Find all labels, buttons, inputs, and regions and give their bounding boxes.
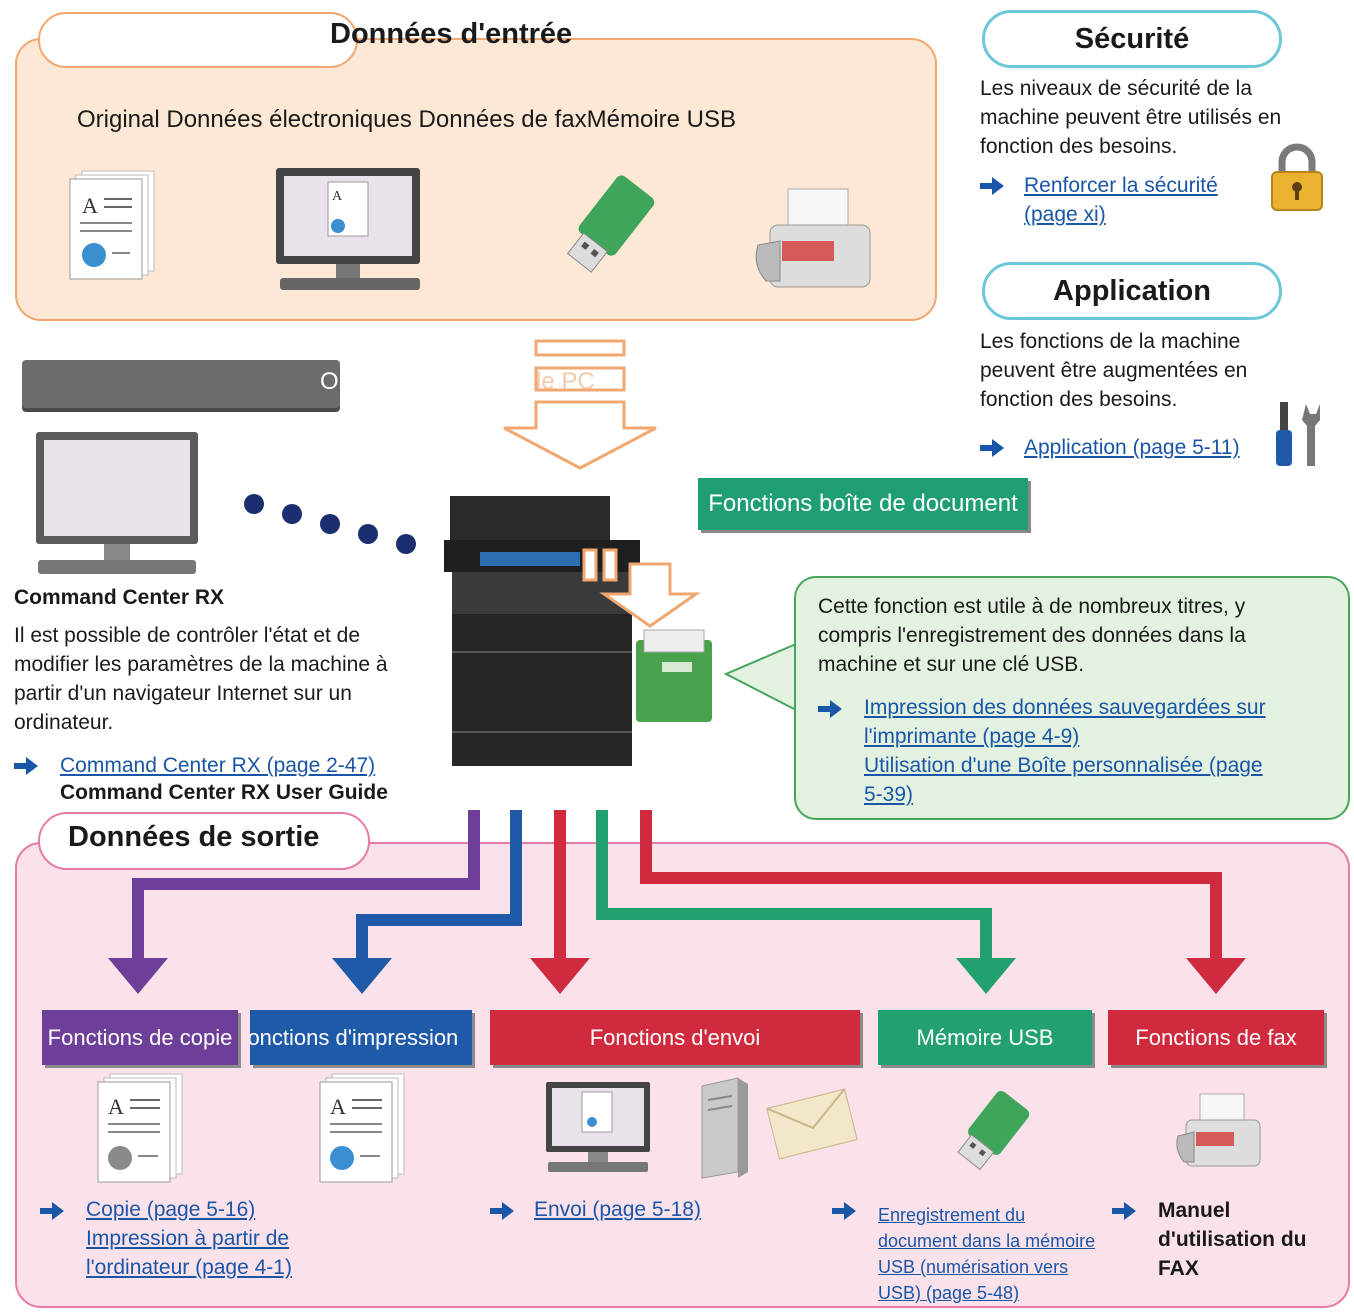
security-link[interactable]: Renforcer la sécurité (page xi) xyxy=(1024,171,1218,229)
copy-links[interactable]: Copie (page 5-16) Impression à partir de… xyxy=(86,1195,292,1282)
document-box-bubble xyxy=(794,576,1350,820)
command-center-text: Il est possible de contrôler l'état et d… xyxy=(14,621,388,737)
arrow-right-icon xyxy=(818,700,842,718)
security-text-line: Les niveaux de sécurité de la xyxy=(980,77,1253,100)
usb-output-icon xyxy=(957,1091,1030,1171)
document-icon: A xyxy=(69,170,155,280)
command-center-title: Command Center RX xyxy=(14,586,225,609)
fax-manual: Manuel d'utilisation du FAX xyxy=(1158,1196,1306,1283)
print-functions-label: Fonctions d'impression xyxy=(250,1024,459,1050)
input-down-arrow xyxy=(503,339,657,470)
document-box-link-line[interactable]: Impression des données sauvegardées sur xyxy=(864,696,1266,719)
arrow-right-icon xyxy=(980,177,1004,195)
command-center-link[interactable]: Command Center RX (page 2-47) xyxy=(60,754,376,777)
security-link-line[interactable]: (page xi) xyxy=(1024,203,1106,226)
fax-output-icon xyxy=(1176,1093,1261,1167)
bubble-pointer xyxy=(724,643,797,711)
command-center-text-line: partir d'un navigateur Internet sur un xyxy=(14,682,352,705)
usb-link-line[interactable]: Enregistrement du xyxy=(878,1205,1026,1225)
print-functions-bar: Fonctions d'impression xyxy=(250,1010,472,1065)
send-monitor-icon xyxy=(546,1082,650,1172)
document-box-link-line[interactable]: 5-39) xyxy=(864,783,914,806)
security-text-line: fonction des besoins. xyxy=(980,135,1178,158)
application-text-line: peuvent être augmentées en xyxy=(980,359,1248,382)
document-box-label: Fonctions boîte de document xyxy=(698,478,1028,530)
usb-links[interactable]: Enregistrement du document dans la mémoi… xyxy=(878,1202,1095,1306)
command-center-text-line: ordinateur. xyxy=(14,711,114,734)
svg-text:A: A xyxy=(82,193,98,218)
arrow-right-icon xyxy=(490,1202,514,1220)
arrow-right-icon xyxy=(1112,1202,1136,1220)
application-text-line: fonction des besoins. xyxy=(980,388,1178,411)
printer-image xyxy=(444,496,712,766)
document-box-link-line[interactable]: l'imprimante (page 4-9) xyxy=(864,725,1080,748)
command-center-guide: Command Center RX User Guide xyxy=(60,781,388,804)
document-box-link-line[interactable]: Utilisation d'une Boîte personnalisée (p… xyxy=(864,754,1263,777)
padlock-icon xyxy=(1271,143,1323,211)
arrow-right-icon xyxy=(40,1202,64,1220)
security-text: Les niveaux de sécurité de la machine pe… xyxy=(980,74,1281,161)
fax-manual-line: d'utilisation du xyxy=(1158,1228,1307,1251)
input-tab xyxy=(38,12,358,68)
copy-functions-bar: Fonctions de copie xyxy=(42,1010,238,1065)
fax-functions-bar: Fonctions de fax xyxy=(1108,1010,1324,1065)
input-sources: Original Données électroniques Données d… xyxy=(77,106,737,133)
monitor-icon: A xyxy=(276,168,420,290)
document-box-links[interactable]: Impression des données sauvegardées sur … xyxy=(864,693,1266,809)
output-flow-arrows xyxy=(108,810,1246,994)
input-title: Données d'entrée xyxy=(330,18,573,50)
usb-link-line[interactable]: document dans la mémoire xyxy=(878,1231,1096,1251)
usb-link-line[interactable]: USB (numérisation vers xyxy=(878,1257,1069,1277)
application-text-line: Les fonctions de la machine xyxy=(980,330,1241,353)
security-title: Sécurité xyxy=(982,10,1282,68)
overlay-fragment-right: le PC xyxy=(536,368,595,395)
overlay-fragment-left: O xyxy=(320,368,339,395)
fax-manual-line: FAX xyxy=(1158,1257,1199,1280)
document-box-text: Cette fonction est utile à de nombreux t… xyxy=(818,592,1246,679)
usb-icon xyxy=(566,175,655,273)
copy-link-line[interactable]: Impression à partir de xyxy=(86,1227,290,1250)
svg-text:A: A xyxy=(330,1094,346,1119)
fax-manual-line: Manuel xyxy=(1158,1199,1231,1222)
security-link-line[interactable]: Renforcer la sécurité xyxy=(1024,174,1218,197)
arrow-right-icon xyxy=(832,1202,856,1220)
copy-document-icon: A xyxy=(97,1073,183,1183)
connection-dots xyxy=(244,494,416,554)
document-box-text-line: machine et sur une clé USB. xyxy=(818,653,1085,676)
send-functions-bar: Fonctions d'envoi xyxy=(490,1010,860,1065)
usb-link-line[interactable]: USB) (page 5-48) xyxy=(878,1283,1020,1303)
arrow-right-icon xyxy=(14,757,38,775)
document-box-text-line: Cette fonction est utile à de nombreux t… xyxy=(818,595,1246,618)
document-box-text-line: compris l'enregistrement des données dan… xyxy=(818,624,1246,647)
arrow-right-icon xyxy=(980,439,1004,457)
overlay-bar xyxy=(22,360,340,408)
tools-icon xyxy=(1276,402,1320,466)
command-center-text-line: Il est possible de contrôler l'état et d… xyxy=(14,624,361,647)
envelope-icon xyxy=(766,1088,858,1160)
pc-monitor-icon xyxy=(36,432,198,574)
application-text: Les fonctions de la machine peuvent être… xyxy=(980,327,1247,414)
svg-text:A: A xyxy=(108,1094,124,1119)
print-document-icon: A xyxy=(319,1073,405,1183)
security-text-line: machine peuvent être utilisés en xyxy=(980,106,1282,129)
fax-icon xyxy=(755,188,871,288)
usb-memory-bar: Mémoire USB xyxy=(878,1010,1092,1065)
command-center-text-line: modifier les paramètres de la machine à xyxy=(14,653,388,676)
copy-link-line[interactable]: Copie (page 5-16) xyxy=(86,1198,256,1221)
application-link[interactable]: Application (page 5-11) xyxy=(1024,436,1240,459)
application-title: Application xyxy=(982,262,1282,320)
svg-text:A: A xyxy=(332,189,343,204)
server-icon xyxy=(701,1077,748,1179)
output-tab xyxy=(38,812,370,870)
output-title: Données de sortie xyxy=(68,821,320,853)
copy-link-line[interactable]: l'ordinateur (page 4-1) xyxy=(86,1256,292,1279)
send-link[interactable]: Envoi (page 5-18) xyxy=(534,1198,701,1221)
